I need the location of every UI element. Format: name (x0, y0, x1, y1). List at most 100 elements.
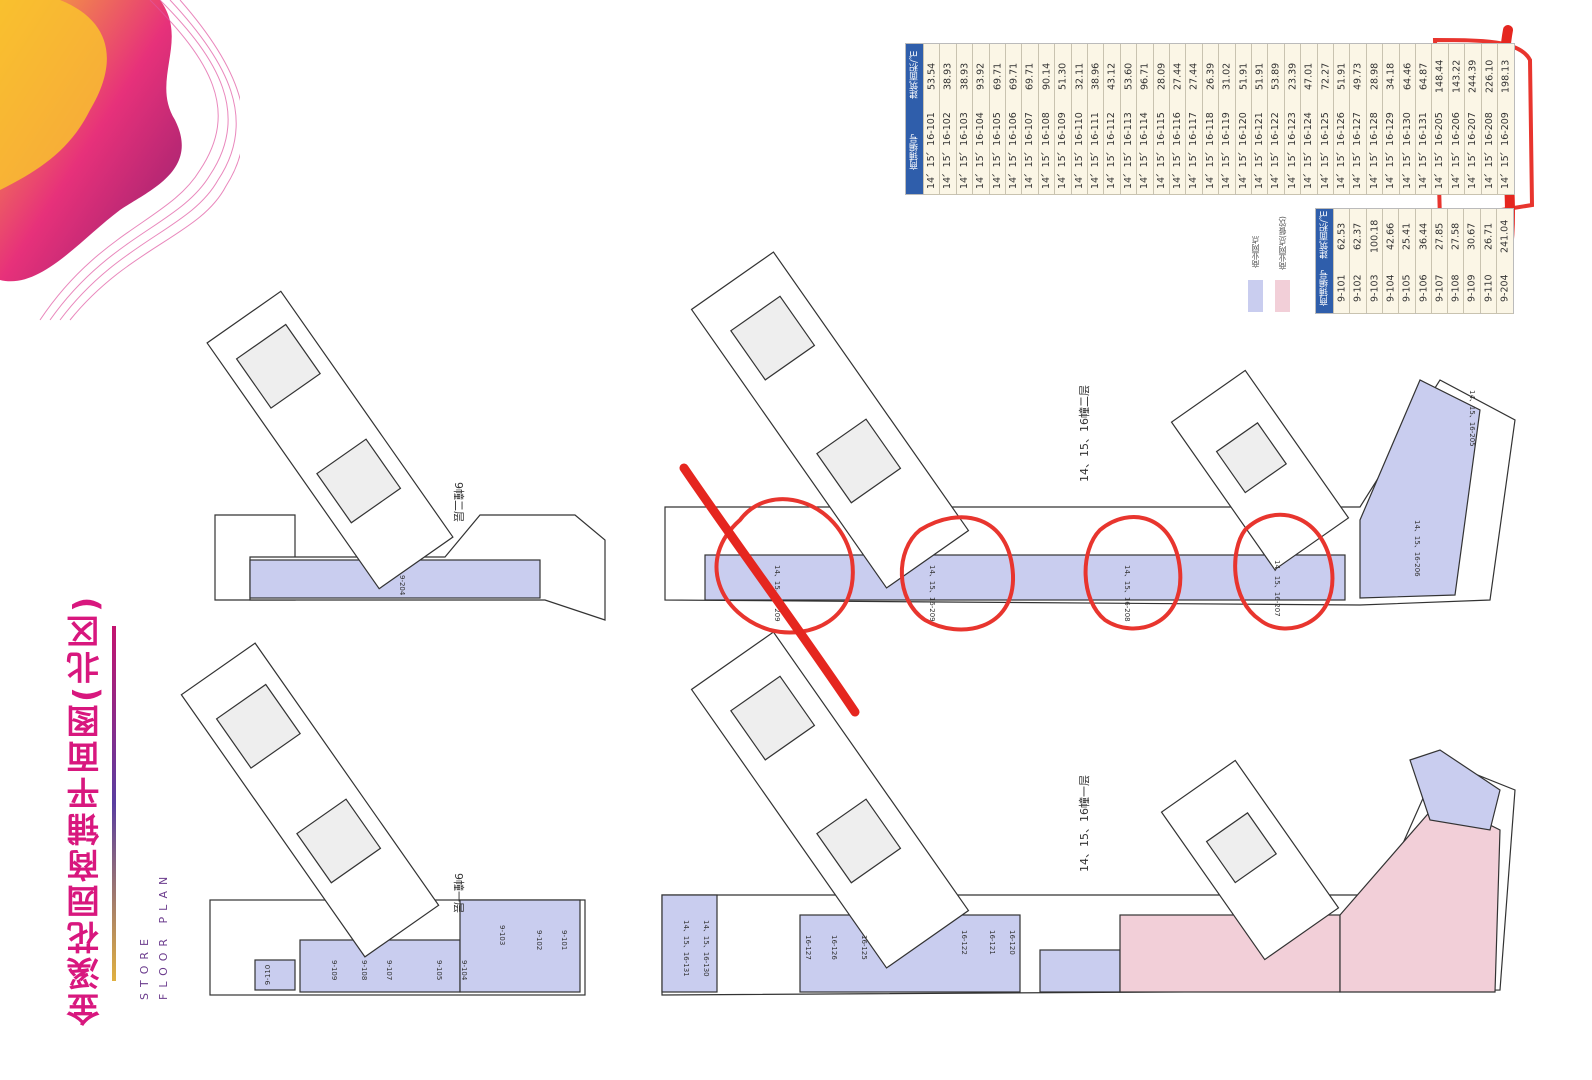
plan-building141516-1f (661, 631, 1516, 996)
header-area: 建筑面积/㎡ (910, 50, 920, 100)
shop-id-cell: 14、15、16-122 (1268, 108, 1285, 195)
unit-label: 14、15、16-205 (1468, 390, 1476, 447)
header-area: 建筑面积/㎡ (1320, 210, 1330, 260)
annotation-circle (1233, 512, 1335, 631)
area-cell: 25.41 (1401, 222, 1413, 250)
unit-label: 9-204 (398, 575, 406, 596)
annotation-strike (679, 463, 860, 717)
unit-label: 9-102 (535, 930, 543, 950)
area-cell: 47.01 (1303, 62, 1315, 90)
title-accent-bar (112, 626, 116, 981)
area-cell: 64.87 (1418, 62, 1430, 90)
unit-label: 9-103 (498, 925, 506, 945)
shop-id-cell: 9-106 (1415, 263, 1432, 314)
unit-label: 16-122 (960, 930, 968, 955)
area-cell: 100.18 (1369, 219, 1381, 253)
unit-label: 9-101 (560, 930, 568, 950)
unit-label: 14、15、16-130 (702, 920, 710, 977)
shop-id-cell: 14、15、16-102 (940, 108, 957, 195)
shop-id-cell: 14、15、16-118 (1202, 108, 1220, 195)
shop-id-cell: 9-109 (1464, 263, 1481, 314)
shop-id-cell: 14、15、16-121 (1252, 108, 1269, 195)
shop-id-cell: 14、15、16-205 (1432, 108, 1449, 195)
plan-label-9-1f: 9幢一层 (452, 873, 466, 913)
shop-id-cell: 9-108 (1448, 263, 1465, 314)
decorative-wave-graphic (0, 0, 240, 321)
unit-label: 9-105 (435, 960, 443, 980)
shop-id-cell: 14、15、16-117 (1186, 108, 1203, 195)
shop-id-cell: 14、15、16-207 (1465, 108, 1482, 195)
shop-id-cell: 9-102 (1350, 263, 1367, 314)
header-id: 商铺编号 (1320, 270, 1330, 306)
shop-id-cell: 14、15、16-114 (1137, 108, 1154, 195)
shop-id-cell: 14、15、16-113 (1120, 108, 1138, 195)
shop-id-cell: 9-107 (1431, 263, 1449, 314)
area-cell: 69.71 (1008, 62, 1020, 90)
area-cell: 26.71 (1483, 222, 1495, 250)
area-cell: 49.73 (1353, 62, 1365, 90)
legend-swatch-shop (1248, 280, 1263, 312)
area-cell: 51.91 (1336, 62, 1348, 90)
area-cell: 34.18 (1385, 62, 1397, 90)
unit-label: 14、15、16-209 (928, 565, 936, 622)
area-cell: 241.04 (1499, 219, 1511, 253)
unit-label: 14、15、16-206 (1413, 520, 1421, 577)
area-cell: 30.67 (1467, 222, 1479, 250)
plan-building9-1f (180, 642, 586, 996)
shop-id-cell: 14、15、16-128 (1366, 108, 1384, 195)
area-cell: 51.30 (1057, 62, 1069, 90)
area-cell: 38.93 (959, 62, 971, 90)
shop-id-cell: 14、15、16-123 (1284, 108, 1302, 195)
table-row: 64.87 14、15、16-131 (1415, 44, 1433, 195)
annotation-circle (714, 497, 855, 635)
unit-label: 14、15、16-207 (1273, 560, 1281, 617)
table-row: 38.96 14、15、16-111 (1087, 44, 1105, 195)
shop-id-cell: 14、15、16-131 (1416, 108, 1433, 195)
area-cell: 62.37 (1352, 222, 1364, 250)
shop-id-cell: 14、15、16-111 (1088, 108, 1105, 195)
unit-label: 16-125 (860, 935, 868, 960)
unit-label: 9-107 (385, 960, 393, 980)
area-cell: 27.58 (1450, 222, 1462, 250)
area-cell: 72.27 (1320, 62, 1332, 90)
area-cell: 43.12 (1107, 62, 1119, 90)
shop-id-cell: 9-105 (1399, 263, 1416, 314)
table-row: 36.44 9-106 (1414, 209, 1432, 314)
shop-id-cell: 9-101 (1334, 263, 1351, 314)
area-cell: 36.44 (1418, 222, 1430, 250)
shop-id-cell: 14、15、16-129 (1383, 108, 1400, 195)
table-row: 27.58 9-108 (1447, 209, 1465, 314)
table-header: 建筑面积/㎡ 商铺编号 (906, 44, 923, 194)
legend-label-shop: 商业网点 (1251, 236, 1260, 268)
area-cell: 69.71 (992, 62, 1004, 90)
plan-label-141516-2f: 14、15、16幢二层 (1077, 385, 1091, 482)
legend-label-food: 商业网点(餐饮) (1278, 216, 1287, 271)
header-id: 商铺编号 (910, 134, 920, 170)
table-row: 62.37 9-102 (1349, 209, 1367, 314)
area-cell: 31.02 (1221, 62, 1233, 90)
area-cell: 38.96 (1090, 62, 1102, 90)
unit-label: 9-108 (360, 960, 368, 980)
unit-label: 14、15、16-131 (682, 920, 690, 977)
shop-id-cell: 14、15、16-105 (989, 108, 1006, 195)
area-cell: 32.11 (1074, 62, 1086, 90)
